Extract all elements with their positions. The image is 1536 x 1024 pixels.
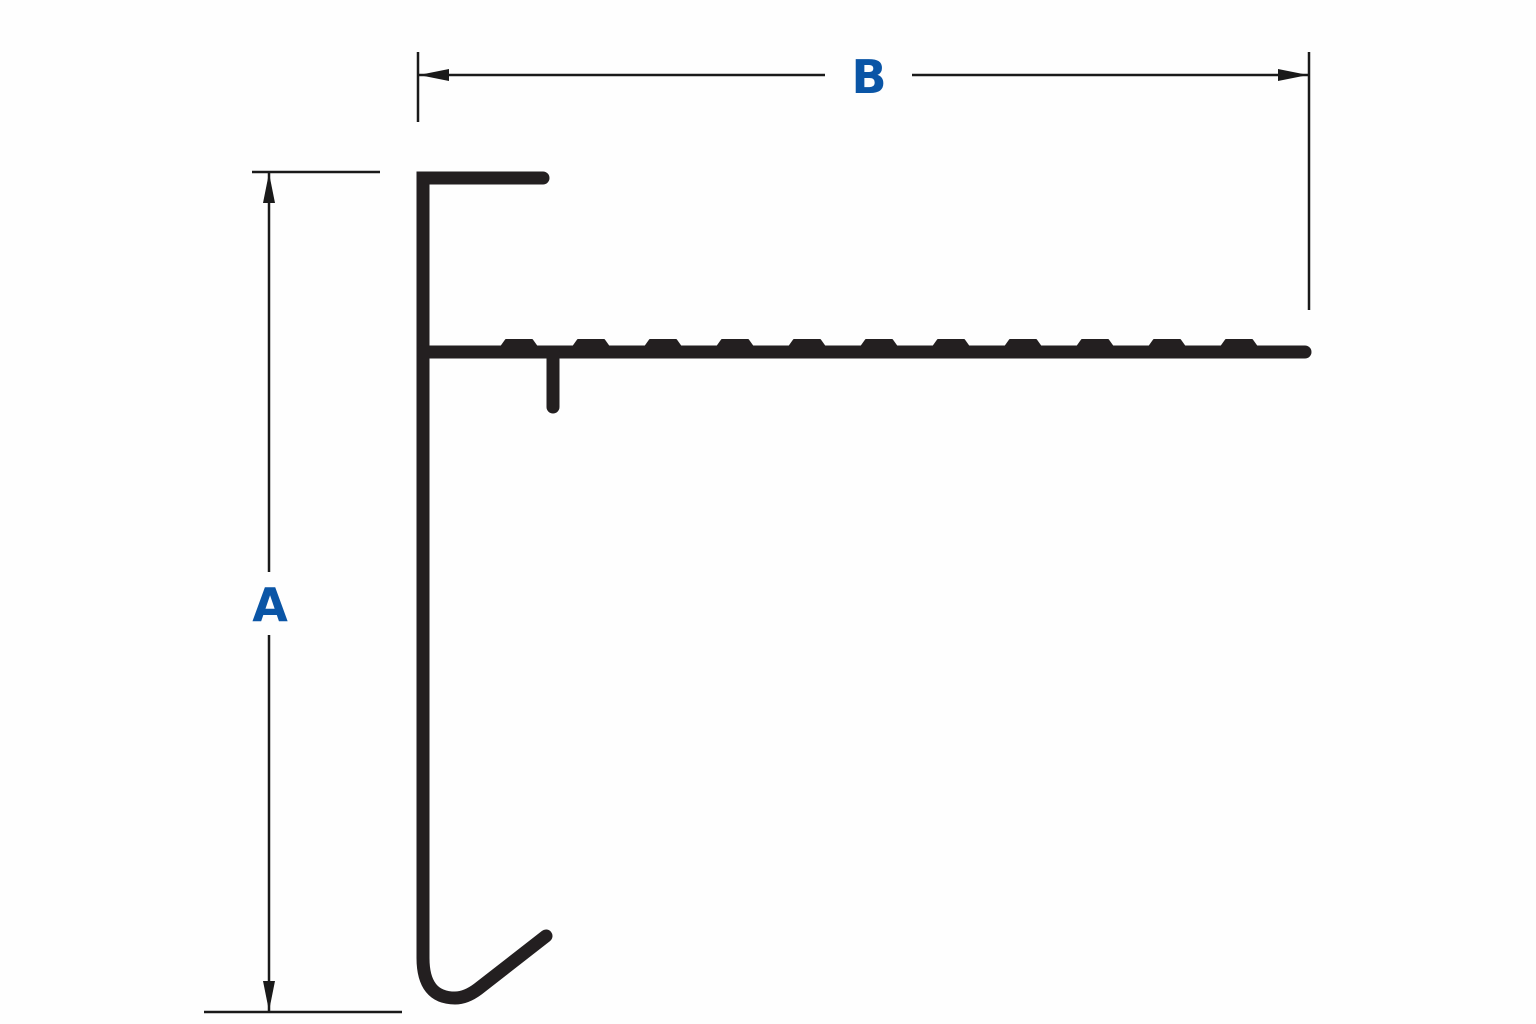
tread-ridges	[500, 339, 1258, 348]
tread-ridge	[716, 339, 754, 348]
tread-ridge	[788, 339, 826, 348]
tread-ridge	[1148, 339, 1186, 348]
dimension-b: B	[416, 50, 1311, 310]
top-lip	[416, 171, 550, 359]
tread-ridge	[1076, 339, 1114, 348]
tread-ridge	[500, 339, 538, 348]
tread-ridge	[1004, 339, 1042, 348]
dimension-label-b: B	[851, 50, 886, 104]
tread-ridge	[932, 339, 970, 348]
tread-ridge	[644, 339, 682, 348]
profile-shape	[416, 171, 1312, 1005]
vertical-wall	[416, 345, 553, 1005]
tread-ridge	[572, 339, 610, 348]
dimension-label-a: A	[252, 578, 288, 632]
dimension-a: A	[204, 170, 402, 1014]
tread-ridge	[860, 339, 898, 348]
tread-ridge	[1220, 339, 1258, 348]
